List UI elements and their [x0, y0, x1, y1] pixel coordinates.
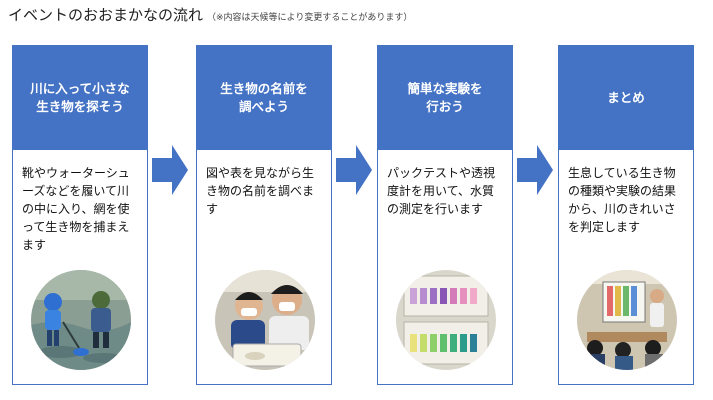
- arrow-right-icon-3: [517, 145, 553, 195]
- step-4-title: まとめ: [559, 46, 693, 150]
- children-in-river-photo: [31, 270, 131, 370]
- arrow-right-icon-1: [152, 145, 188, 195]
- step-1-title: 川に入って小さな 生き物を探そう: [13, 46, 147, 150]
- step-2-title: 生き物の名前を 調べよう: [197, 46, 331, 150]
- title-note: （※内容は天候等により変更することがあります）: [207, 13, 413, 23]
- step-4-description: 生息している生き物の種類や実験の結果から、川のきれいさを判定します: [568, 166, 677, 234]
- step-card-4: まとめ 生息している生き物の種類や実験の結果から、川のきれいさを判定します: [558, 45, 694, 385]
- step-card-1: 川に入って小さな 生き物を探そう 靴やウォーターシューズなどを履いて川の中に入り…: [12, 45, 148, 385]
- step-3-title: 簡単な実験を 行おう: [378, 46, 512, 150]
- step-1-description: 靴やウォーターシューズなどを履いて川の中に入り、網を使って生き物を捕まえます: [22, 166, 130, 252]
- water-test-kit-photo: [396, 270, 496, 370]
- step-2-description: 図や表を見ながら生き物の名前を調べます: [206, 166, 315, 216]
- step-3-description: パックテストや透視度計を用いて、水質の測定を行います: [387, 166, 496, 216]
- children-examining-tray-photo: [215, 270, 315, 370]
- page-title: イベントのおおまかなの流れ（※内容は天候等により変更することがあります）: [8, 4, 412, 25]
- step-card-2: 生き物の名前を 調べよう 図や表を見ながら生き物の名前を調べます: [196, 45, 332, 385]
- title-main: イベントのおおまかなの流れ: [8, 6, 204, 24]
- step-card-3: 簡単な実験を 行おう パックテストや透視度計を用いて、水質の測定を行います: [377, 45, 513, 385]
- classroom-presentation-photo: [577, 270, 677, 370]
- arrow-right-icon-2: [336, 145, 372, 195]
